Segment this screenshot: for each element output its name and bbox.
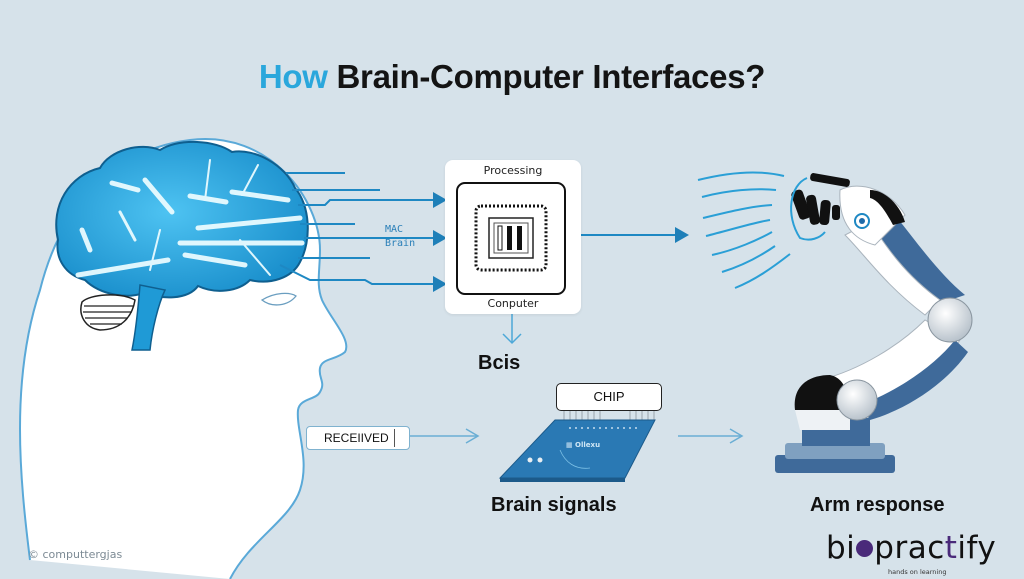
arm-arrow [678, 428, 744, 444]
received-label: RECEIIVED [324, 431, 389, 445]
brand-dot-icon [856, 540, 874, 557]
brand-dna-t: t [944, 530, 958, 566]
received-arrow [409, 428, 480, 444]
page-title: How Brain-Computer Interfaces? [0, 58, 1024, 96]
chip-label: CHIP [556, 383, 662, 411]
brain-icon [55, 140, 309, 351]
caption-arm-response: Arm response [810, 494, 945, 516]
cerebellum-icon [80, 294, 136, 331]
processor-chip-icon [456, 182, 566, 295]
brand-prefix: bi [826, 530, 856, 566]
received-box: RECEIIVED [306, 426, 410, 450]
input-label-brain: Brain [385, 238, 416, 249]
brand-tagline: hands on learning [888, 568, 947, 576]
svg-text:▦ Ollexu: ▦ Ollexu [566, 441, 600, 449]
signal-line [298, 192, 447, 208]
robotic-arm-icon [775, 173, 973, 473]
text-cursor [394, 429, 395, 447]
input-label-mac: MAC [385, 224, 404, 235]
eye-icon [260, 292, 297, 306]
signal-waves [697, 171, 791, 289]
circuit-board-icon: ▦ Ollexu [365, 409, 656, 482]
title-rest: Brain-Computer Interfaces? [327, 58, 766, 95]
copyright-text: © computtergjas [28, 548, 123, 561]
caption-brain-signals: Brain signals [491, 494, 617, 516]
signal-line [279, 264, 447, 292]
brand-suffix: ify [957, 530, 997, 566]
brand-middle: prac [874, 530, 945, 566]
processing-label: Processing [483, 164, 543, 177]
title-accent: How [258, 58, 328, 95]
computer-label: Conputer [487, 297, 539, 310]
bcis-label: Bcis [478, 352, 521, 374]
signal-lines [279, 172, 447, 292]
